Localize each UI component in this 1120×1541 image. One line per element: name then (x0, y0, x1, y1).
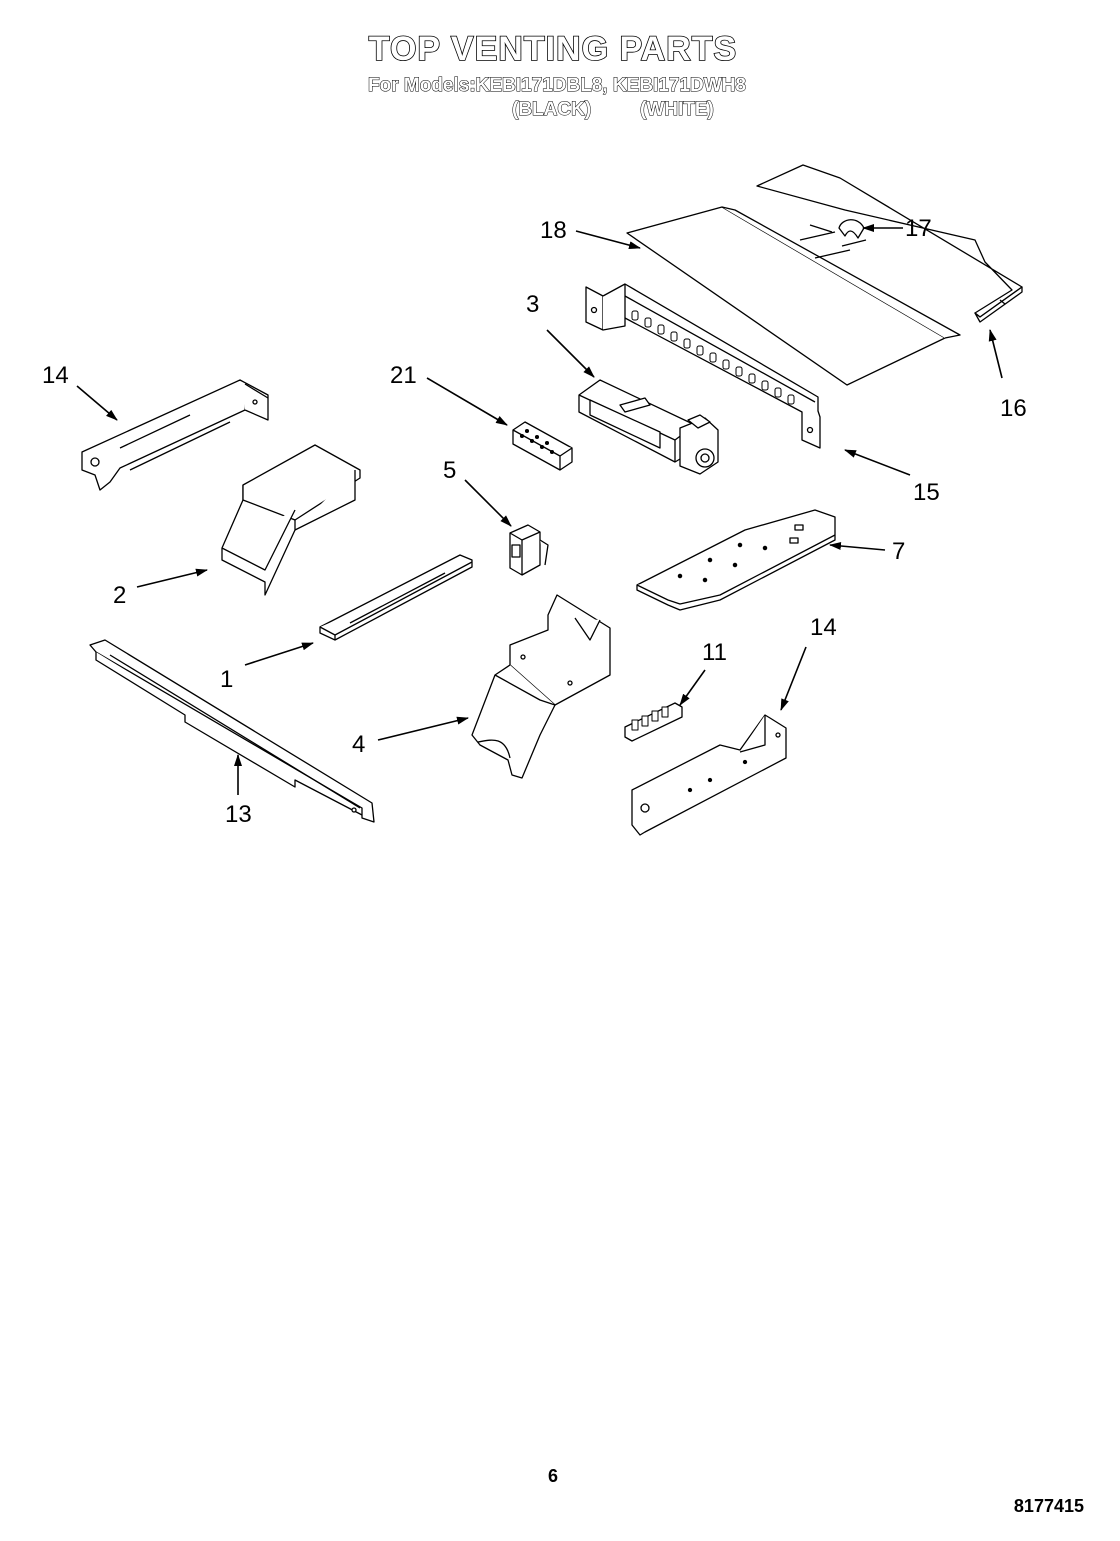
leader-14b (780, 646, 807, 711)
part-5-switch (509, 524, 549, 576)
callout-14-lower: 14 (810, 614, 837, 641)
callout-21: 21 (390, 362, 417, 389)
leader-2 (136, 568, 208, 588)
leader-21 (426, 377, 508, 426)
leader-7 (829, 542, 886, 551)
variant-black-label: (BLACK) (511, 99, 592, 121)
page-number: 6 (548, 1466, 559, 1486)
part-7-plate (636, 509, 836, 611)
part-1-strip (319, 554, 473, 641)
leader-16 (988, 329, 1003, 379)
callout-3: 3 (526, 291, 539, 318)
part-11-terminal-block (624, 702, 683, 742)
leader-15 (844, 449, 911, 476)
callout-2: 2 (113, 582, 126, 609)
callout-16: 16 (1000, 395, 1027, 422)
part-4-shroud (471, 594, 611, 779)
callout-7: 7 (892, 538, 905, 565)
part-14-upper-bracket (81, 379, 269, 491)
callout-15: 15 (913, 479, 940, 506)
part-3-blower (578, 379, 719, 475)
callout-1: 1 (220, 666, 233, 693)
part-15-bracket (585, 283, 821, 449)
page-title: TOP VENTING PARTS (368, 29, 738, 69)
leader-18 (575, 230, 641, 250)
callout-11: 11 (702, 639, 727, 666)
callout-4: 4 (352, 731, 365, 758)
callout-17: 17 (905, 215, 932, 242)
callout-5: 5 (443, 457, 456, 484)
callout-14-upper: 14 (42, 362, 69, 389)
leader-14a (76, 385, 118, 421)
leader-5 (464, 479, 512, 527)
callout-13: 13 (225, 801, 252, 828)
variant-white-label: (WHITE) (640, 99, 715, 121)
part-13-rail (89, 639, 375, 823)
leader-3 (546, 329, 595, 378)
part-18-cover (626, 206, 961, 386)
leader-1 (244, 642, 314, 666)
callout-18: 18 (540, 217, 567, 244)
document-code: 8177415 (1013, 1496, 1084, 1516)
leader-4 (377, 716, 469, 741)
leader-11 (679, 669, 706, 706)
part-14-lower-bracket (631, 714, 787, 836)
part-16-top-panel (756, 164, 1023, 323)
part-17-clip (838, 219, 865, 239)
models-line: For Models:KEBI171DBL8, KEBI171DWH8 (368, 75, 747, 97)
part-21-block (512, 421, 573, 471)
part-2-duct (221, 444, 361, 596)
